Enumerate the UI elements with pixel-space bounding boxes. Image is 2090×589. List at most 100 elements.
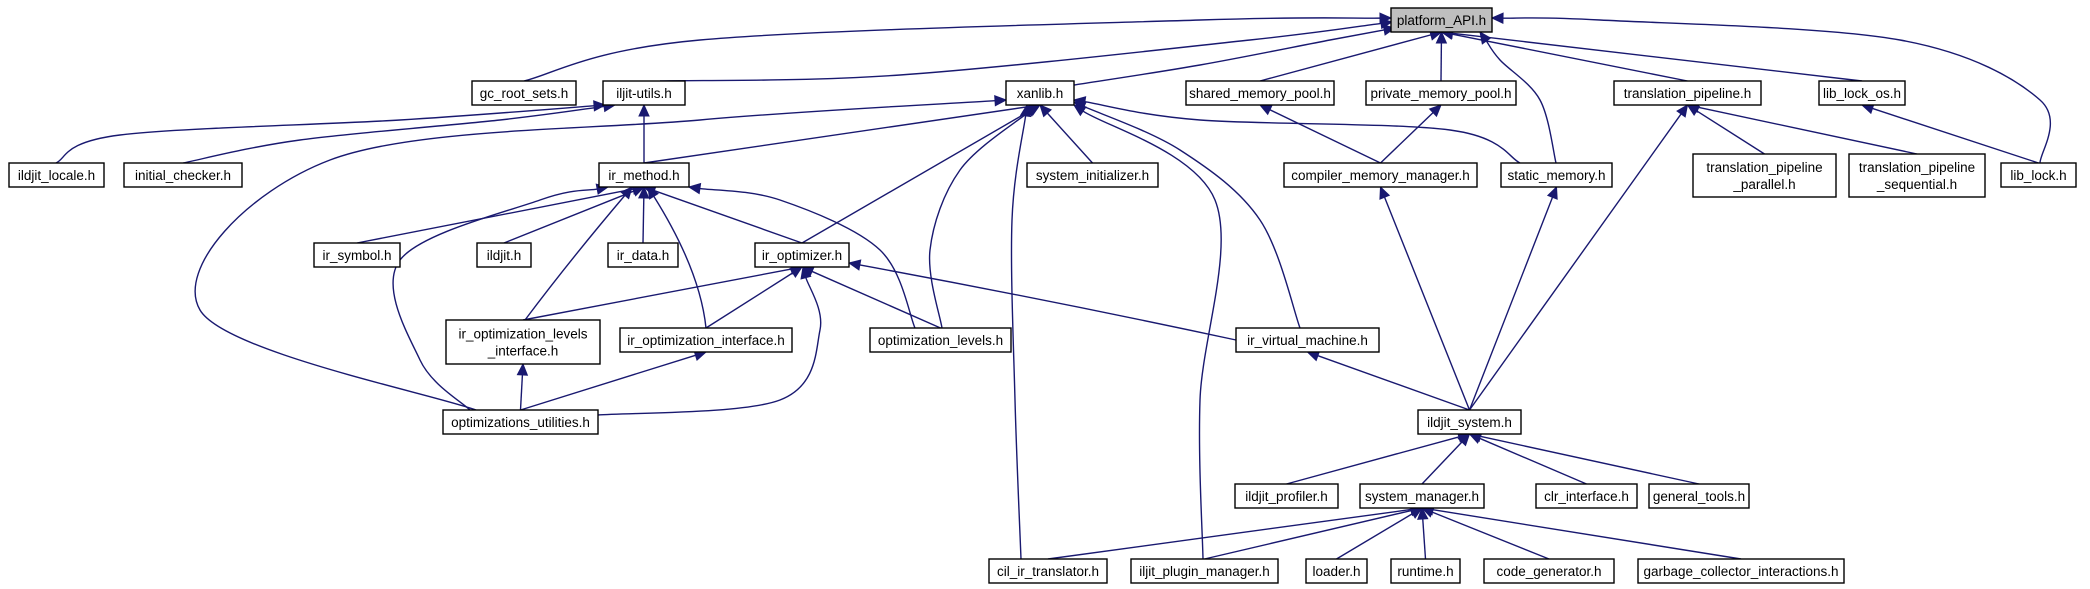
- node-general-tools[interactable]: general_tools.h: [1648, 483, 1750, 509]
- edge-line: [1431, 511, 1550, 560]
- edge-translation_pipeline_parallel-to-translation_pipeline: [1686, 104, 1765, 155]
- edge-clr_interface-to-ildjit_system: [1468, 433, 1587, 485]
- node-ir-virtual-machine[interactable]: ir_virtual_machine.h: [1235, 327, 1380, 353]
- edge-translation_pipeline_sequential-to-translation_pipeline: [1686, 101, 1918, 155]
- edge-line: [1432, 509, 1742, 560]
- node-cil-ir-translator[interactable]: cil_ir_translator.h: [988, 558, 1108, 584]
- node-loader[interactable]: loader.h: [1305, 558, 1368, 584]
- node-ildjit[interactable]: ildjit.h: [476, 242, 532, 268]
- node-label: cil_ir_translator.h: [997, 564, 1099, 579]
- node-label: ildjit_profiler.h: [1245, 489, 1328, 504]
- edge-line: [699, 187, 916, 329]
- node-iljit-plugin-manager[interactable]: iljit_plugin_manager.h: [1130, 558, 1279, 584]
- edge-system_manager-to-ildjit_system: [1421, 433, 1471, 485]
- node-platform-API[interactable]: platform_API.h: [1390, 7, 1493, 33]
- edge-line: [519, 374, 524, 411]
- node-system-initializer[interactable]: system_initializer.h: [1026, 162, 1159, 188]
- node-label: general_tools.h: [1653, 489, 1745, 504]
- graph-edges: [55, 12, 2051, 560]
- node-ir-data[interactable]: ir_data.h: [607, 242, 679, 268]
- edge-line: [1502, 17, 2051, 164]
- node-private-memory-pool[interactable]: private_memory_pool.h: [1365, 80, 1517, 106]
- node-label: ildjit.h: [487, 248, 522, 263]
- edge-line: [1421, 441, 1463, 485]
- node-system-manager[interactable]: system_manager.h: [1359, 483, 1485, 509]
- node-label: ir_virtual_machine.h: [1247, 333, 1368, 348]
- node-static-memory[interactable]: static_memory.h: [1500, 162, 1613, 188]
- node-ir-method[interactable]: ir_method.h: [598, 162, 690, 188]
- node-translation-pipeline-sequential[interactable]: translation_pipeline_sequential.h: [1848, 153, 1986, 198]
- edge-line: [522, 268, 792, 321]
- edge-line: [520, 354, 696, 411]
- node-box: [123, 162, 243, 188]
- edge-optimizations_utilities-to-ir_optimization_interface: [520, 349, 708, 411]
- arrowhead: [1457, 433, 1471, 447]
- node-label: compiler_memory_manager.h: [1291, 168, 1470, 183]
- edge-iljit_plugin_manager-to-xanlib: [1072, 104, 1222, 560]
- node-box: [2000, 162, 2077, 188]
- node-lib-lock[interactable]: lib_lock.h: [2000, 162, 2077, 188]
- node-translation-pipeline-parallel[interactable]: translation_pipeline_parallel.h: [1692, 153, 1837, 198]
- node-box: [1359, 483, 1485, 509]
- arrowhead: [1417, 506, 1429, 520]
- arrowhead: [647, 185, 660, 200]
- node-label: shared_memory_pool.h: [1189, 86, 1331, 101]
- edge-line: [659, 22, 1382, 82]
- edge-ir_optimization_levels_interface-to-ir_method: [524, 186, 633, 321]
- node-ildjit-system[interactable]: ildjit_system.h: [1417, 409, 1522, 435]
- edge-line: [1485, 40, 1557, 164]
- edge-ir_optimization_interface-to-ir_optimizer: [705, 266, 804, 329]
- node-initial-checker[interactable]: initial_checker.h: [123, 162, 243, 188]
- edge-line: [1698, 106, 1918, 155]
- arrowhead: [1490, 12, 1504, 24]
- node-ildjit-locale[interactable]: ildjit_locale.h: [8, 162, 105, 188]
- node-box: [754, 242, 850, 268]
- edge-garbage_collector_interactions-to-system_manager: [1420, 504, 1742, 560]
- node-xanlib[interactable]: xanlib.h: [1005, 80, 1075, 106]
- node-label: ildjit_locale.h: [18, 168, 95, 183]
- node-box: [602, 80, 686, 106]
- edge-private_memory_pool-to-platform_API: [1435, 30, 1448, 82]
- edge-line: [1010, 115, 1027, 560]
- node-optimization-levels[interactable]: optimization_levels.h: [869, 327, 1012, 353]
- node-ir-symbol[interactable]: ir_symbol.h: [313, 242, 401, 268]
- edge-runtime-to-system_manager: [1417, 506, 1429, 560]
- arrowhead: [1019, 103, 1032, 118]
- edge-line: [1480, 435, 1700, 485]
- arrowhead: [1479, 31, 1492, 45]
- node-optimizations-utilities[interactable]: optimizations_utilities.h: [442, 409, 599, 435]
- node-translation-pipeline[interactable]: translation_pipeline.h: [1613, 80, 1762, 106]
- arrowhead: [1379, 185, 1391, 200]
- node-garbage-collector-interactions[interactable]: garbage_collector_interactions.h: [1637, 558, 1845, 584]
- edge-xanlib-to-platform_API: [1073, 24, 1397, 86]
- node-label: ir_data.h: [617, 248, 670, 263]
- node-ir-optimizer[interactable]: ir_optimizer.h: [754, 242, 850, 268]
- node-ir-optimization-interface[interactable]: ir_optimization_interface.h: [619, 327, 793, 353]
- node-label: lib_lock_os.h: [1823, 86, 1901, 101]
- node-shared-memory-pool[interactable]: shared_memory_pool.h: [1185, 80, 1335, 106]
- edge-ir_optimization_interface-to-ir_method: [647, 185, 707, 329]
- node-label: static_memory.h: [1507, 168, 1605, 183]
- node-compiler-memory-manager[interactable]: compiler_memory_manager.h: [1283, 162, 1478, 188]
- node-box: [1692, 153, 1837, 198]
- edge-ir_symbol-to-ir_method: [356, 183, 646, 244]
- node-ir-optimization-levels-interface[interactable]: ir_optimization_levels_interface.h: [445, 319, 601, 365]
- node-runtime[interactable]: runtime.h: [1390, 558, 1461, 584]
- edge-line: [928, 111, 1030, 329]
- node-iljit-utils[interactable]: iljit-utils.h: [602, 80, 686, 106]
- node-clr-interface[interactable]: clr_interface.h: [1535, 483, 1638, 509]
- edge-optimizations_utilities-to-ir_optimization_levels_interface: [516, 362, 529, 411]
- node-label: code_generator.h: [1496, 564, 1601, 579]
- edge-ir_method-to-xanlib: [643, 100, 1042, 164]
- node-box: [1390, 7, 1493, 33]
- node-lib-lock-os[interactable]: lib_lock_os.h: [1818, 80, 1906, 106]
- arrowhead: [847, 259, 862, 271]
- edge-line: [1317, 355, 1470, 411]
- arrowhead: [1428, 104, 1442, 118]
- node-code-generator[interactable]: code_generator.h: [1483, 558, 1615, 584]
- node-box: [8, 162, 105, 188]
- edge-line: [1452, 32, 1863, 82]
- edge-line: [1696, 110, 1765, 155]
- node-gc-root-sets[interactable]: gc_root_sets.h: [471, 80, 577, 106]
- node-ildjit-profiler[interactable]: ildjit_profiler.h: [1234, 483, 1339, 509]
